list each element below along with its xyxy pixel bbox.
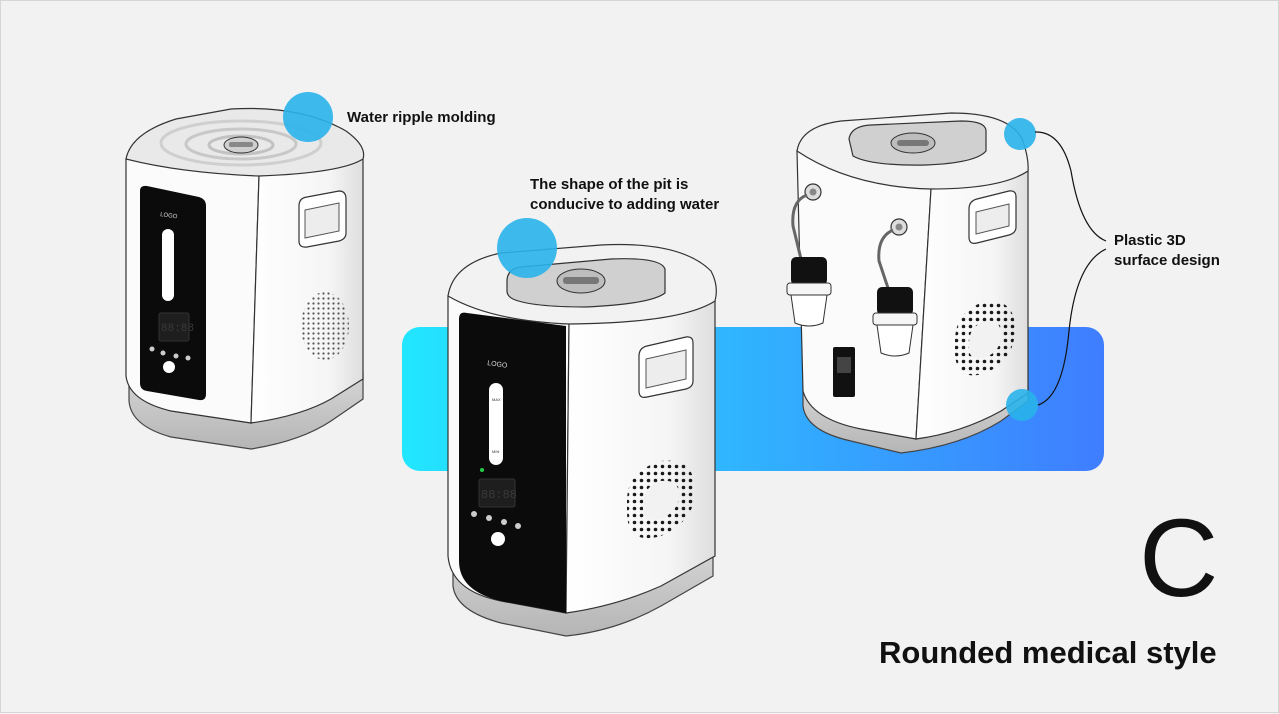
leader-line-bottom — [1037, 248, 1107, 406]
annotation-plastic: Plastic 3D surface design — [1114, 231, 1220, 271]
style-title: Rounded medical style — [879, 635, 1217, 670]
digital-display: 88:88 — [161, 323, 194, 335]
annotation-pit-line1: The shape of the pit is — [530, 176, 689, 193]
leader-line-top — [1034, 131, 1107, 242]
annotation-ripple: Water ripple molding — [347, 109, 496, 126]
min-label: MIN — [492, 449, 499, 454]
highlight-pit — [497, 218, 557, 278]
device-left: LOGO 88:88 — [125, 107, 365, 450]
vent-grille — [301, 292, 349, 360]
max-label: MAX — [492, 397, 501, 402]
logo-text: LOGO — [160, 212, 178, 220]
annotation-plastic-line2: surface design — [1114, 252, 1220, 269]
annotation-plastic-line1: Plastic 3D — [1114, 232, 1186, 249]
variant-letter: C — [1139, 497, 1219, 620]
highlight-plastic-top — [1004, 118, 1036, 150]
power-button — [163, 361, 175, 373]
device-center: LOGO MAX MIN 88:88 — [447, 243, 717, 637]
nasal-bottle-right — [872, 287, 918, 357]
control-panel-center — [459, 312, 566, 613]
annotation-pit: The shape of the pit is conducive to add… — [530, 175, 719, 215]
digital-display-center: 88:88 — [481, 488, 517, 502]
highlight-plastic-bottom — [1006, 389, 1038, 421]
water-gauge-center — [489, 383, 503, 465]
logo-text-center: LOGO — [487, 360, 509, 370]
water-gauge — [162, 229, 174, 301]
power-button-center — [491, 532, 505, 546]
annotation-pit-line2: conducive to adding water — [530, 196, 720, 213]
highlight-ripple — [283, 92, 333, 142]
nasal-bottle-left — [786, 257, 832, 327]
device-right — [786, 112, 1029, 454]
